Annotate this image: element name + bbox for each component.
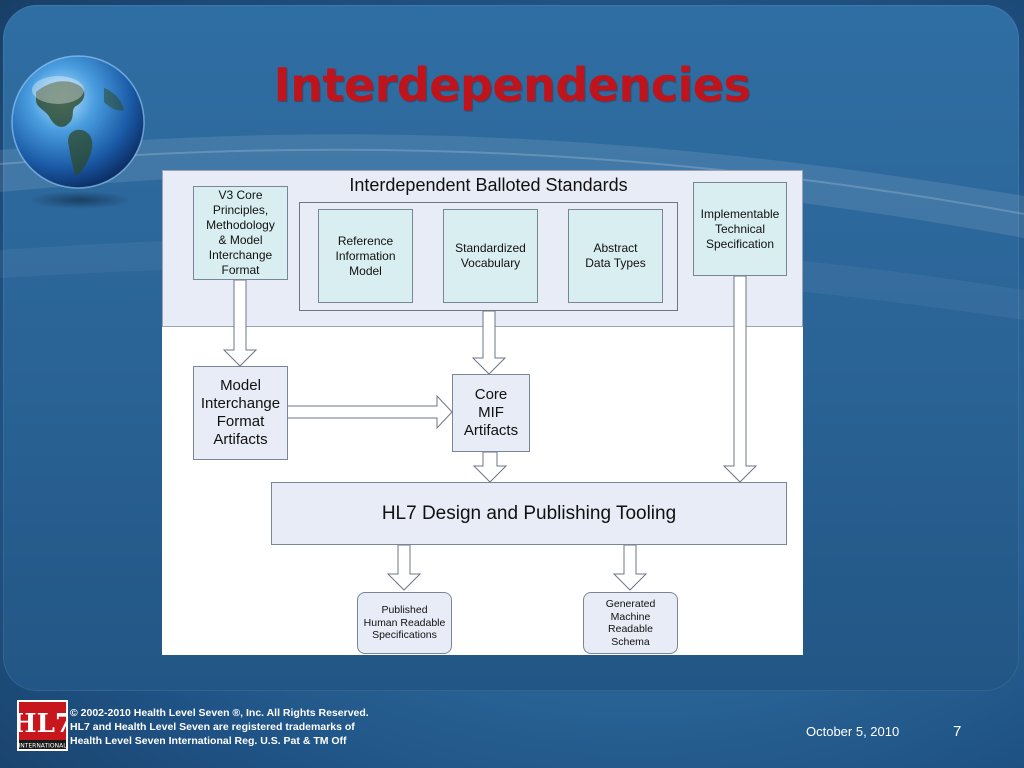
arrow-mif-artifacts-to-core-mif [286,394,453,430]
balloted-standards-group [299,202,678,311]
svg-text:HL7: HL7 [17,709,68,739]
arrow-core-mif-to-tooling [472,451,508,483]
footer-date: October 5, 2010 [806,724,900,739]
data-types-box: Abstract Data Types [568,209,663,303]
globe-icon [11,55,145,209]
published-specs-box: Published Human Readable Specifications [357,592,452,654]
slide-title: Interdependencies [273,58,751,112]
its-box: Implementable Technical Specification [693,182,787,276]
arrow-its-to-tooling [722,275,758,483]
arrow-standards-to-core-mif [471,310,507,375]
mif-artifacts-box: Model Interchange Format Artifacts [193,366,288,460]
core-mif-box: Core MIF Artifacts [452,374,530,452]
arrow-core-to-mif-artifacts [222,279,258,367]
hl7-logo: HL7 INTERNATIONAL [17,700,68,751]
vocabulary-box: Standardized Vocabulary [443,209,538,303]
diagram-arrows [222,275,758,591]
v3-core-box: V3 Core Principles, Methodology & Model … [193,186,288,280]
machine-schema-box: Generated Machine Readable Schema [583,592,678,654]
diagram-canvas: Interdependent Balloted Standards V3 Cor… [162,170,803,655]
balloted-standards-label: Interdependent Balloted Standards [349,175,628,195]
tooling-box: HL7 Design and Publishing Tooling [271,482,787,545]
page-number: 7 [953,723,962,740]
footer-copyright: © 2002-2010 Health Level Seven ®, Inc. A… [70,707,369,747]
svg-text:INTERNATIONAL: INTERNATIONAL [18,743,67,750]
arrow-tooling-to-published-specs [386,544,422,591]
rim-box: Reference Information Model [318,209,413,303]
arrow-tooling-to-machine-schema [612,544,648,591]
